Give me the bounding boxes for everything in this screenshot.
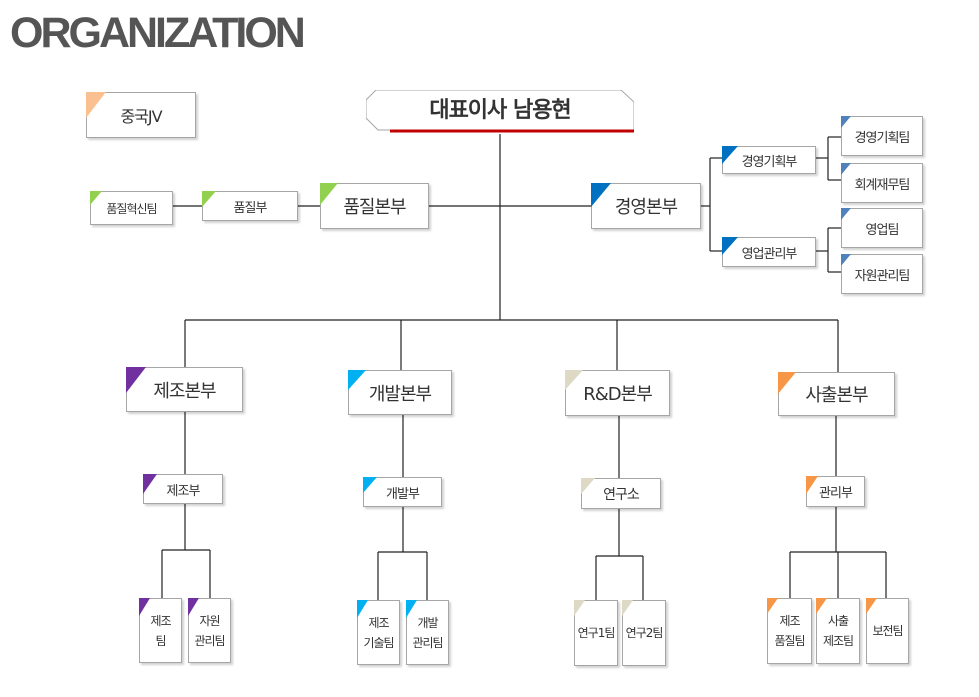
manufacturing-team-2-box: 자원 관리팀: [188, 598, 231, 663]
development-hq-corner-marker: [348, 370, 366, 390]
rnd-dept-corner-marker: [581, 478, 595, 494]
injection-team-2-box: 사출 제조팀: [816, 598, 860, 664]
quality-team-label: 품질혁신팀: [106, 201, 157, 216]
injection-hq-corner-marker: [778, 372, 796, 394]
quality-dept-label: 품질부: [233, 200, 268, 216]
management-hq-box: 경영본부: [591, 183, 701, 229]
manufacturing-team-1-box: 제조 팀: [139, 598, 182, 663]
injection-team-2-corner-marker: [816, 598, 827, 614]
quality-hq-box: 품질본부: [320, 183, 429, 229]
development-team-1-corner-marker: [357, 600, 368, 618]
ceo-label: 대표이사 남용현: [429, 98, 571, 123]
management-sales-dept-box: 영업관리부: [722, 237, 816, 267]
development-hq-label: 개발본부: [368, 383, 432, 405]
injection-team-1-label: 제조 품질팀: [774, 614, 805, 648]
quality-dept-box: 품질부: [202, 191, 298, 221]
development-team-1-box: 제조 기술팀: [357, 600, 400, 665]
finance-team-box: 회계재무팀: [841, 163, 923, 203]
development-team-2-box: 개발 관리팀: [406, 600, 449, 665]
rnd-dept-label: 연구소: [603, 486, 640, 503]
management-planning-dept-box: 경영기획부: [722, 146, 816, 174]
injection-team-3-corner-marker: [866, 598, 877, 614]
rnd-team-1-box: 연구1팀: [574, 600, 618, 666]
rnd-team-2-box: 연구2팀: [622, 600, 666, 666]
injection-hq-box: 사출본부: [778, 372, 895, 416]
development-dept-corner-marker: [363, 477, 377, 493]
planning-team-corner-marker: [841, 116, 851, 128]
rnd-team-1-label: 연구1팀: [577, 626, 616, 640]
rnd-dept-box: 연구소: [581, 478, 661, 509]
quality-dept-corner-marker: [202, 191, 216, 207]
sales-team-corner-marker: [841, 208, 851, 220]
sales-team-box: 영업팀: [841, 208, 923, 248]
injection-hq-label: 사출본부: [805, 385, 868, 406]
manufacturing-team-1-label: 제조 팀: [150, 613, 171, 648]
china-jv-label: 중국JV: [120, 107, 162, 126]
development-team-1-label: 제조 기술팀: [363, 615, 394, 650]
manufacturing-dept-box: 제조부: [143, 474, 223, 504]
ceo-box-shape: [366, 90, 634, 133]
planning-dept-label: 경영기획부: [741, 154, 798, 170]
management-hq-label: 경영본부: [614, 197, 678, 218]
manufacturing-hq-corner-marker: [126, 367, 146, 393]
quality-team-box: 품질혁신팀: [90, 191, 173, 225]
manufacturing-team-2-corner-marker: [188, 598, 199, 616]
injection-dept-label: 관리부: [819, 486, 853, 501]
finance-team-corner-marker: [841, 163, 851, 175]
manufacturing-dept-label: 제조부: [166, 483, 201, 499]
injection-team-1-box: 제조 품질팀: [767, 598, 812, 664]
sales-dept-label: 영업관리부: [741, 246, 798, 262]
manufacturing-hq-box: 제조본부: [126, 367, 243, 412]
management-hq-corner-marker: [591, 183, 611, 207]
rnd-team-2-label: 연구2팀: [625, 626, 664, 640]
china-jv-box: 중국JV: [86, 92, 196, 138]
planning-team-label: 경영기획팀: [854, 130, 911, 146]
manufacturing-team-1-corner-marker: [139, 598, 150, 616]
development-dept-box: 개발부: [363, 477, 442, 507]
manufacturing-dept-corner-marker: [143, 474, 157, 494]
rnd-team-2-corner-marker: [622, 600, 633, 616]
rnd-hq-label: R&D본부: [583, 384, 653, 405]
manufacturing-team-2-label: 자원 관리팀: [194, 613, 225, 648]
rnd-team-1-corner-marker: [574, 600, 585, 616]
planning-team-box: 경영기획팀: [841, 116, 923, 156]
manufacturing-hq-label: 제조본부: [153, 380, 216, 402]
injection-team-1-corner-marker: [767, 598, 778, 614]
quality-hq-corner-marker: [320, 183, 338, 205]
resource-team-label: 자원관리팀: [854, 268, 911, 284]
page-title: ORGANIZATION: [10, 9, 306, 57]
sales-team-label: 영업팀: [865, 222, 900, 238]
injection-dept-box: 관리부: [806, 476, 865, 507]
finance-team-label: 회계재무팀: [854, 177, 911, 193]
development-team-2-corner-marker: [406, 600, 417, 618]
sales-dept-corner-marker: [722, 237, 738, 255]
rnd-hq-box: R&D본부: [565, 370, 670, 416]
china-corner-marker: [86, 92, 106, 118]
injection-team-3-label: 보전팀: [872, 624, 903, 638]
quality-hq-label: 품질본부: [343, 197, 406, 218]
resource-team-box: 자원관리팀: [841, 254, 923, 294]
injection-dept-corner-marker: [806, 476, 818, 494]
planning-dept-corner-marker: [722, 146, 738, 164]
development-team-2-label: 개발 관리팀: [412, 615, 443, 650]
quality-team-corner-marker: [90, 191, 102, 205]
development-hq-box: 개발본부: [348, 370, 452, 415]
ceo-box: 대표이사 남용현: [366, 90, 634, 134]
resource-team-corner-marker: [841, 254, 851, 266]
injection-team-2-label: 사출 제조팀: [822, 614, 854, 648]
rnd-hq-corner-marker: [565, 370, 583, 390]
injection-team-3-box: 보전팀: [866, 598, 909, 664]
development-dept-label: 개발부: [386, 486, 420, 502]
